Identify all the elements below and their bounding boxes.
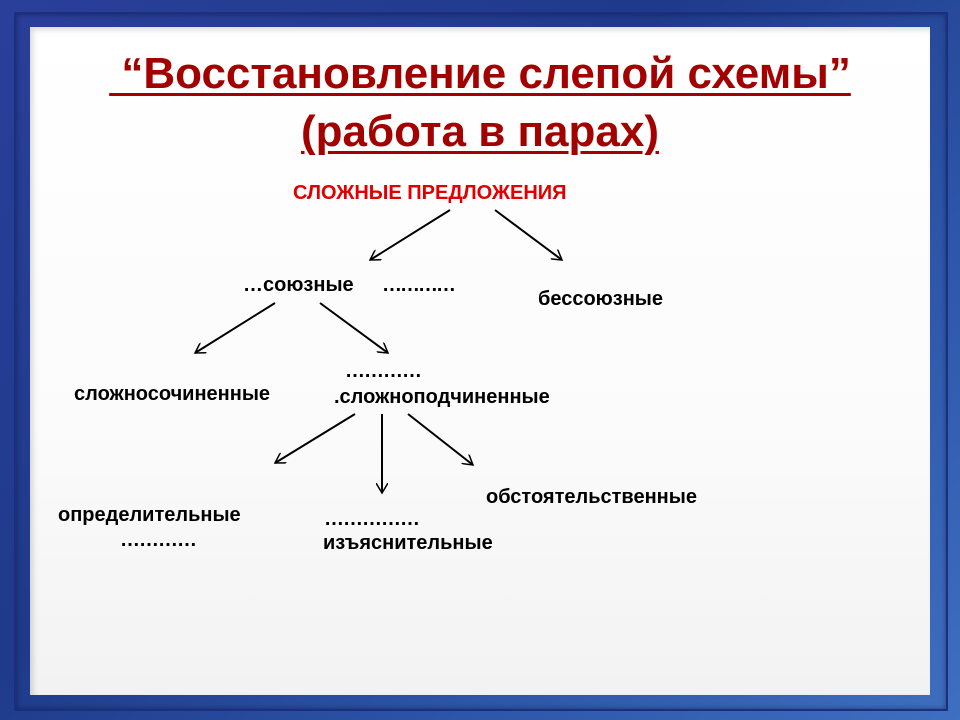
node-union: …союзные xyxy=(243,274,354,296)
slide-title-line2: (работа в парах) xyxy=(301,107,659,156)
arrow-root-nonunion xyxy=(494,209,562,260)
node-union-blank: ………… xyxy=(382,274,456,296)
node-explanatory: изъяснительные xyxy=(323,532,493,554)
node-complex: .сложноподчиненные xyxy=(334,386,550,408)
arrow-complex-attributive xyxy=(275,413,356,464)
node-attributive-blank: ………… xyxy=(120,529,197,551)
node-compound: сложносочиненные xyxy=(74,383,271,405)
node-adverbial: обстоятельственные xyxy=(486,486,697,508)
arrow-complex-adverbial xyxy=(407,413,473,465)
arrow-root-union xyxy=(370,209,451,261)
root-node: СЛОЖНЫЕ ПРЕДЛОЖЕНИЯ xyxy=(293,182,567,204)
slide-frame xyxy=(14,12,948,711)
node-nonunion: бессоюзные xyxy=(538,288,663,310)
node-attributive: определительные xyxy=(58,504,241,526)
node-complex-blank: ………… xyxy=(345,360,422,382)
arrow-union-compound xyxy=(195,302,276,354)
slide-panel xyxy=(30,27,930,695)
node-explanatory-blank: …………… xyxy=(324,508,420,530)
arrow-union-complex xyxy=(319,302,388,353)
slide-title-line1: “Восстановление слепой схемы” xyxy=(109,49,851,98)
